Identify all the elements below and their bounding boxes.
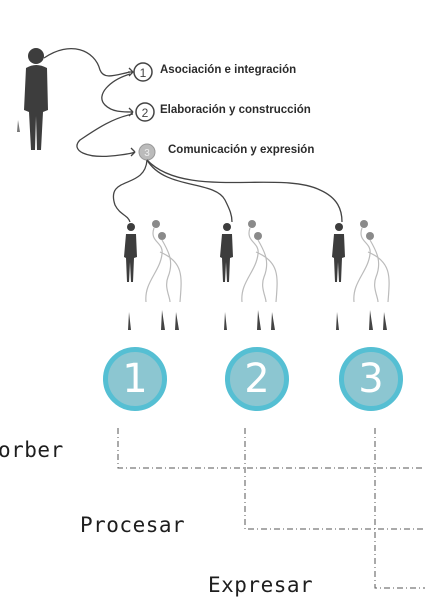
phase-connectors bbox=[117, 428, 425, 589]
step-label-3: Comunicación y expresión bbox=[168, 144, 315, 156]
group-1 bbox=[124, 220, 182, 330]
stage-circle-1: 1 bbox=[103, 347, 167, 411]
phase-label-expresar: Expresar bbox=[208, 573, 314, 597]
stage-circle-2: 2 bbox=[225, 347, 289, 411]
group-figures bbox=[124, 220, 390, 330]
step-marker-1 bbox=[133, 62, 153, 82]
step-label-1: Asociación e integración bbox=[160, 64, 297, 76]
phase-label-percibir: orber bbox=[0, 438, 64, 462]
svg-text:3: 3 bbox=[144, 148, 150, 159]
svg-text:1: 1 bbox=[140, 66, 147, 80]
step-markers: 1 2 3 bbox=[133, 62, 156, 161]
presenter-figure bbox=[17, 48, 48, 150]
svg-text:2: 2 bbox=[142, 106, 149, 120]
step-arrows bbox=[43, 48, 136, 157]
phase-label-procesar: Procesar bbox=[80, 513, 186, 537]
step-label-2: Elaboración y construcción bbox=[160, 104, 311, 116]
group-2 bbox=[220, 220, 278, 330]
branch-lines bbox=[112, 159, 343, 223]
stage-circle-3: 3 bbox=[339, 347, 403, 411]
group-3 bbox=[332, 220, 390, 330]
step-marker-2 bbox=[135, 102, 155, 122]
